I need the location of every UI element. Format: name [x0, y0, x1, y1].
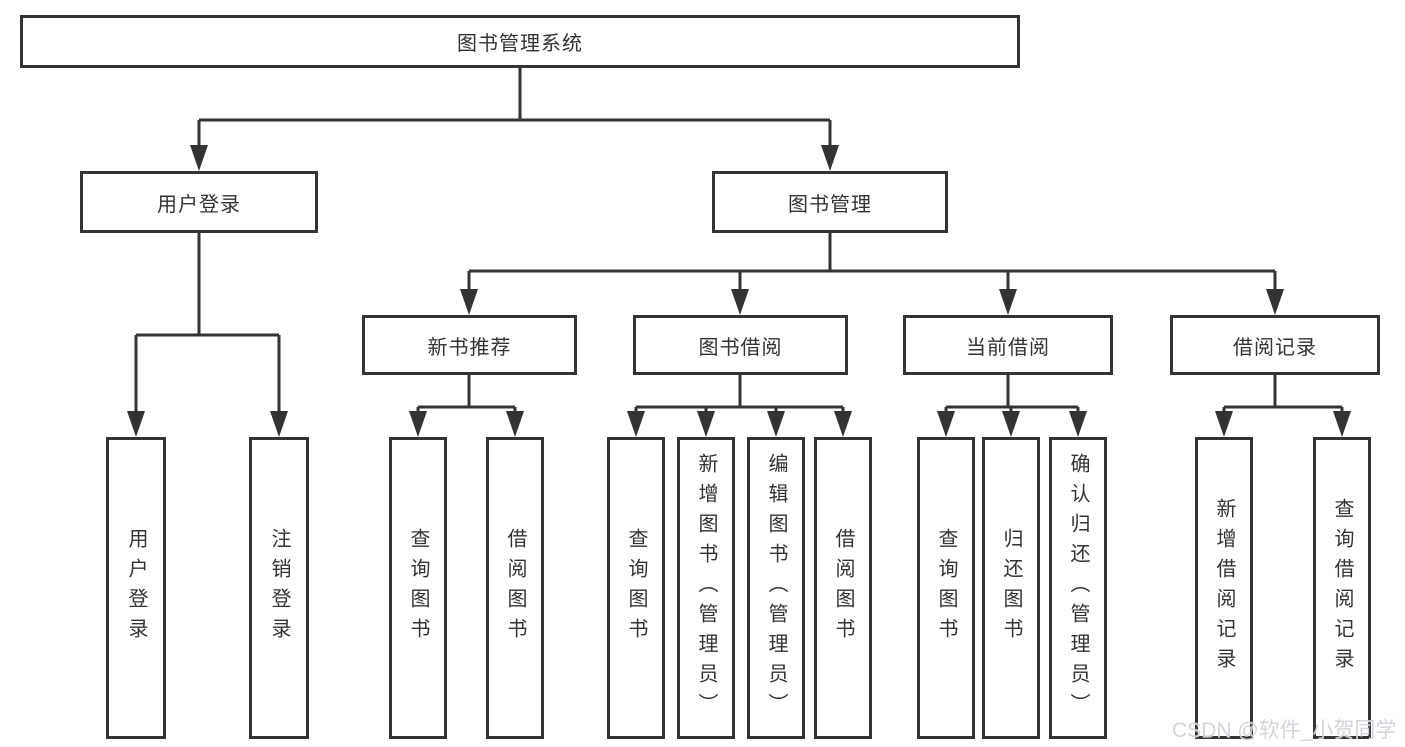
arrowhead-icons	[127, 145, 1351, 437]
node-label: 用户登录	[125, 528, 147, 648]
node-label: 查询图书	[625, 528, 647, 648]
node-label: 新增借阅记录	[1213, 498, 1235, 678]
node-label: 查询图书	[935, 528, 957, 648]
node-label: 归还图书	[1000, 528, 1022, 648]
leaf-query-borrow-record: 查询借阅记录	[1313, 437, 1371, 739]
node-label: 编辑图书（管理员）	[765, 453, 787, 723]
leaf-edit-books-admin: 编辑图书（管理员）	[747, 437, 805, 739]
leaf-recommend-borrow-books: 借阅图书	[486, 437, 544, 739]
node-label: 图书管理	[788, 193, 872, 216]
leaf-add-books-admin: 新增图书（管理员）	[677, 437, 735, 739]
leaf-borrowing-query-books: 查询图书	[607, 437, 665, 739]
node-book-borrowing: 图书借阅	[633, 315, 848, 375]
csdn-watermark: CSDN @软件_小贺同学	[1172, 719, 1397, 742]
node-label: 新增图书（管理员）	[695, 453, 717, 723]
leaf-recommend-query-books: 查询图书	[389, 437, 447, 739]
node-label: 确认归还（管理员）	[1067, 453, 1089, 723]
node-label: 借阅记录	[1233, 336, 1317, 359]
node-current-borrowing: 当前借阅	[903, 315, 1113, 375]
leaf-current-query-books: 查询图书	[917, 437, 975, 739]
leaf-logout: 注销登录	[249, 437, 309, 739]
node-label: 注销登录	[268, 528, 290, 648]
node-label: 查询借阅记录	[1331, 498, 1353, 678]
node-user-login: 用户登录	[80, 171, 318, 233]
node-borrowing-records: 借阅记录	[1170, 315, 1380, 375]
node-label: 查询图书	[407, 528, 429, 648]
node-new-book-recommendation: 新书推荐	[362, 315, 577, 375]
node-label: 新书推荐	[427, 336, 512, 359]
node-label: 当前借阅	[966, 336, 1050, 359]
node-book-management: 图书管理	[712, 171, 948, 233]
leaf-confirm-return-admin: 确认归还（管理员）	[1049, 437, 1107, 739]
leaf-user-login: 用户登录	[106, 437, 166, 739]
leaf-add-borrow-record: 新增借阅记录	[1195, 437, 1253, 739]
node-label: 借阅图书	[832, 528, 854, 648]
node-label: 用户登录	[157, 193, 241, 216]
node-label: 图书借阅	[698, 336, 783, 359]
node-library-management-system: 图书管理系统	[20, 15, 1020, 68]
leaf-borrow-books: 借阅图书	[814, 437, 872, 739]
node-label: 图书管理系统	[457, 33, 583, 55]
leaf-return-books: 归还图书	[982, 437, 1040, 739]
node-label: 借阅图书	[504, 528, 526, 648]
